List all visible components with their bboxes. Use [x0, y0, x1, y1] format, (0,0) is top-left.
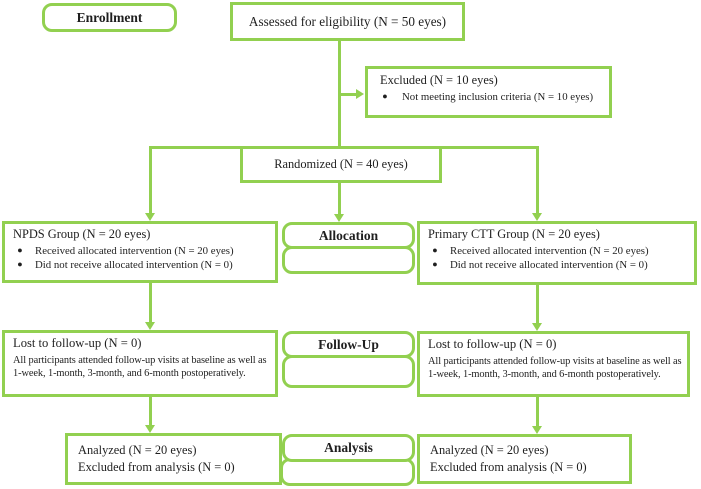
bullet-dot-icon: ● [432, 258, 438, 269]
analyzed-left-line1: Analyzed (N = 20 eyes) [78, 443, 197, 457]
arrowhead-into-analyzed-left-icon [145, 425, 155, 433]
npds-bullet-item: ● Received allocated intervention (N = 2… [5, 244, 275, 258]
connector-left-branch-line [149, 146, 152, 214]
npds-group-title: NPDS Group (N = 20 eyes) [13, 227, 151, 241]
enrollment-stage-text: Enrollment [76, 9, 143, 25]
analyzed-left-line2: Excluded from analysis (N = 0) [78, 460, 235, 475]
npds-group-box: NPDS Group (N = 20 eyes) ● Received allo… [2, 221, 278, 283]
follow-up-stage-label: Follow-Up [282, 331, 415, 358]
lost-followup-left-title: Lost to follow-up (N = 0) [13, 336, 142, 350]
bullet-dot-icon: ● [17, 258, 23, 269]
connector-npds-to-followup-line [149, 281, 152, 323]
lost-followup-left-box: Lost to follow-up (N = 0) All participan… [2, 330, 278, 397]
arrowhead-into-lost-left-icon [145, 322, 155, 330]
arrowhead-into-allocation-icon [334, 214, 344, 222]
enrollment-stage-label: Enrollment [42, 3, 177, 32]
npds-bullet-item: ● Did not receive allocated intervention… [5, 258, 275, 272]
connector-randomized-to-allocation-line [338, 181, 341, 215]
allocation-stage-label: Allocation [282, 222, 415, 249]
analysis-stage-extension-box [280, 458, 415, 486]
npds-bullet-text: Received allocated intervention (N = 20 … [35, 244, 234, 257]
lost-followup-right-note: All participants attended follow-up visi… [428, 355, 682, 381]
excluded-box: Excluded (N = 10 eyes) ● Not meeting inc… [365, 66, 612, 118]
connector-right-branch-line [536, 146, 539, 214]
randomized-text: Randomized (N = 40 eyes) [274, 157, 408, 171]
analysis-stage-text: Analysis [324, 440, 373, 455]
connector-ctt-to-followup-line [536, 283, 539, 324]
arrowhead-into-npds-icon [145, 213, 155, 221]
lost-followup-right-box: Lost to follow-up (N = 0) All participan… [417, 331, 690, 397]
connector-followup-to-analysis-right-line [536, 395, 539, 427]
assessed-eligibility-text: Assessed for eligibility (N = 50 eyes) [248, 13, 447, 29]
arrowhead-into-excluded-icon [356, 89, 364, 99]
arrowhead-into-lost-right-icon [532, 323, 542, 331]
excluded-bullet-item: ● Not meeting inclusion criteria (N = 10… [368, 90, 609, 104]
connector-assessed-to-randomized-line [338, 39, 341, 146]
analyzed-right-line2: Excluded from analysis (N = 0) [430, 460, 587, 475]
randomized-box: Randomized (N = 40 eyes) [240, 146, 442, 183]
analysis-stage-label: Analysis [282, 434, 415, 462]
lost-followup-right-title: Lost to follow-up (N = 0) [428, 337, 557, 351]
lost-followup-left-note: All participants attended follow-up visi… [13, 354, 267, 380]
analyzed-right-box: Analyzed (N = 20 eyes) Excluded from ana… [417, 434, 632, 484]
primary-ctt-bullet-item: ● Received allocated intervention (N = 2… [420, 244, 694, 258]
connector-excluded-branch-line [338, 93, 357, 96]
primary-ctt-bullet-item: ● Did not receive allocated intervention… [420, 258, 694, 272]
excluded-bullet-text: Not meeting inclusion criteria (N = 10 e… [402, 90, 594, 103]
bullet-dot-icon: ● [382, 90, 388, 101]
primary-ctt-title: Primary CTT Group (N = 20 eyes) [428, 227, 600, 241]
bullet-dot-icon: ● [17, 244, 23, 255]
bullet-dot-icon: ● [432, 244, 438, 255]
excluded-title: Excluded (N = 10 eyes) [380, 73, 498, 87]
analyzed-left-box: Analyzed (N = 20 eyes) Excluded from ana… [65, 433, 282, 485]
analyzed-right-line1: Analyzed (N = 20 eyes) [430, 443, 549, 457]
arrowhead-into-analyzed-right-icon [532, 426, 542, 434]
connector-followup-to-analysis-left-line [149, 394, 152, 426]
follow-up-stage-extension-box [282, 355, 415, 388]
arrowhead-into-primary-ctt-icon [532, 213, 542, 221]
primary-ctt-bullet-text: Did not receive allocated intervention (… [450, 258, 648, 271]
primary-ctt-group-box: Primary CTT Group (N = 20 eyes) ● Receiv… [417, 221, 697, 285]
assessed-eligibility-box: Assessed for eligibility (N = 50 eyes) [230, 2, 465, 41]
follow-up-stage-text: Follow-Up [318, 336, 379, 352]
allocation-stage-extension-box [282, 246, 415, 274]
allocation-stage-text: Allocation [318, 227, 379, 243]
npds-bullet-text: Did not receive allocated intervention (… [35, 258, 233, 271]
primary-ctt-bullet-text: Received allocated intervention (N = 20 … [450, 244, 649, 257]
